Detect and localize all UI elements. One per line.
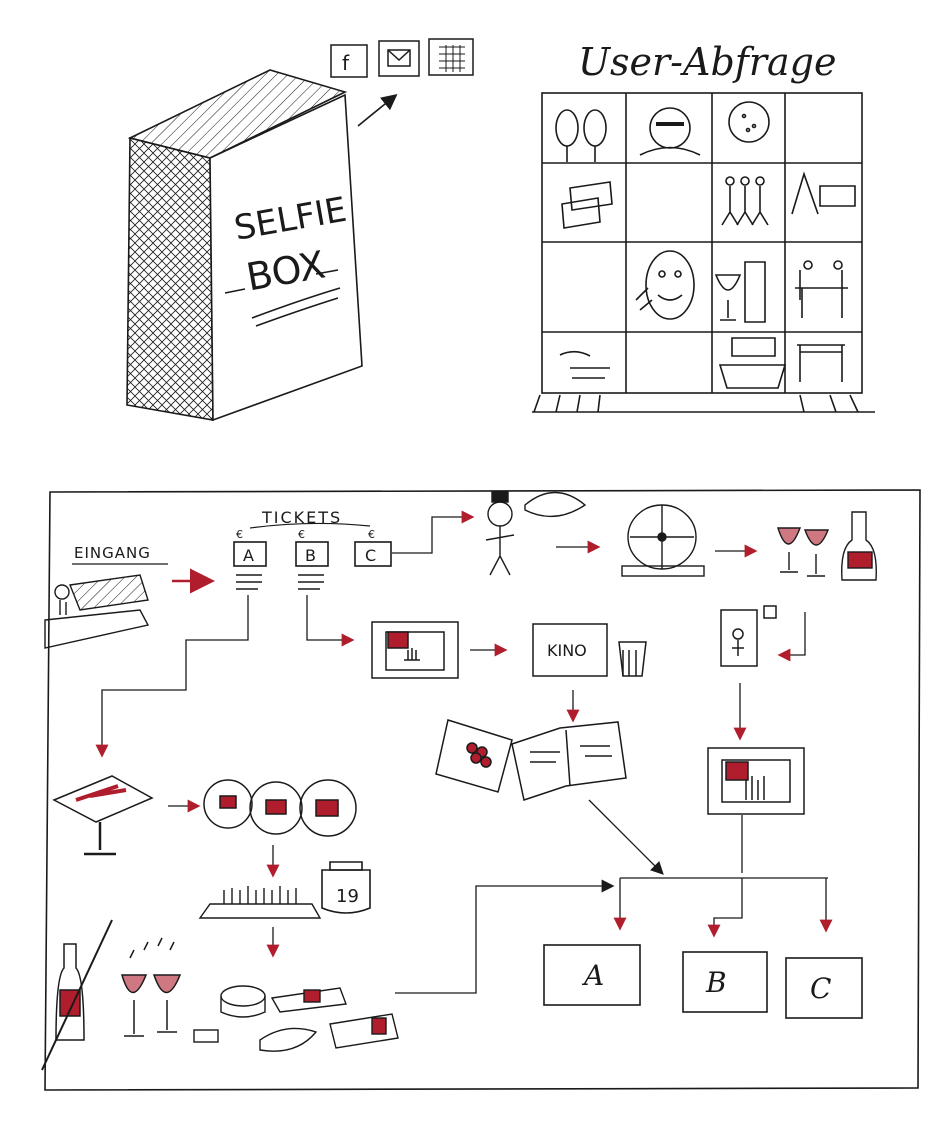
cell-cool-face[interactable] <box>640 108 700 155</box>
plates-row <box>204 780 356 836</box>
cell-drinks[interactable] <box>716 262 765 322</box>
food-table <box>54 776 152 854</box>
cell-lounge[interactable] <box>792 174 855 214</box>
ticket-a-label: A <box>243 546 254 565</box>
final-option-a[interactable]: A <box>544 945 640 1005</box>
final-option-c[interactable]: C <box>786 958 862 1018</box>
entrance-label: EINGANG <box>74 544 151 562</box>
ticket-a[interactable]: € A <box>234 528 266 589</box>
food-dishes <box>194 986 398 1051</box>
final-option-b-label: B <box>705 966 727 999</box>
number-jar: 19 <box>322 862 370 913</box>
final-option-c-label: C <box>810 972 831 1005</box>
kino-label: KINO <box>547 641 587 660</box>
ticket-c-label: C <box>365 546 376 565</box>
jar-number: 19 <box>336 886 359 907</box>
cell-text-note[interactable] <box>560 352 610 378</box>
cell-cards[interactable] <box>562 182 612 228</box>
share-arrow <box>358 96 395 126</box>
entrance-illustration <box>45 575 148 648</box>
kino-sign: KINO <box>533 624 646 676</box>
cell-dinner-table[interactable] <box>795 261 848 318</box>
svg-text:€: € <box>298 528 305 541</box>
flow-connectors <box>102 517 828 993</box>
cell-bench[interactable] <box>797 345 845 382</box>
host-figure <box>486 492 585 575</box>
box-side <box>127 138 213 420</box>
right-stage <box>708 748 804 814</box>
cell-couple[interactable] <box>556 110 606 162</box>
user-poll-title: User-Abfrage <box>578 40 837 84</box>
cell-grill[interactable] <box>720 338 785 388</box>
ticket-c[interactable]: € C <box>355 528 391 566</box>
final-option-b[interactable]: B <box>683 952 767 1012</box>
cell-smiley-face[interactable] <box>636 251 694 319</box>
phone-photo <box>721 606 776 666</box>
user-poll-grid <box>532 93 875 412</box>
final-option-a-label: A <box>581 959 604 992</box>
svg-text:€: € <box>236 528 243 541</box>
svg-text:f: f <box>342 51 350 75</box>
cell-dancers[interactable] <box>722 177 768 225</box>
svg-text:€: € <box>368 528 375 541</box>
cinema-stage <box>372 622 458 678</box>
share-icons: f <box>331 39 473 77</box>
calendar-icon[interactable] <box>429 39 473 75</box>
facebook-icon[interactable]: f <box>331 45 367 77</box>
ticket-options: € A € B € C <box>234 528 391 589</box>
buffet-bottles <box>200 886 320 918</box>
cell-cookie[interactable] <box>729 102 769 142</box>
wine-glasses <box>778 512 876 580</box>
mail-icon[interactable] <box>379 41 419 76</box>
final-options: A B C <box>544 945 862 1018</box>
ticket-b-label: B <box>305 546 316 565</box>
ticket-b[interactable]: € B <box>296 528 328 589</box>
celebration-drinks <box>42 920 180 1070</box>
fortune-wheel <box>622 505 704 576</box>
menu-card <box>436 720 626 800</box>
selfie-box: SELFIE BOX <box>127 70 395 420</box>
